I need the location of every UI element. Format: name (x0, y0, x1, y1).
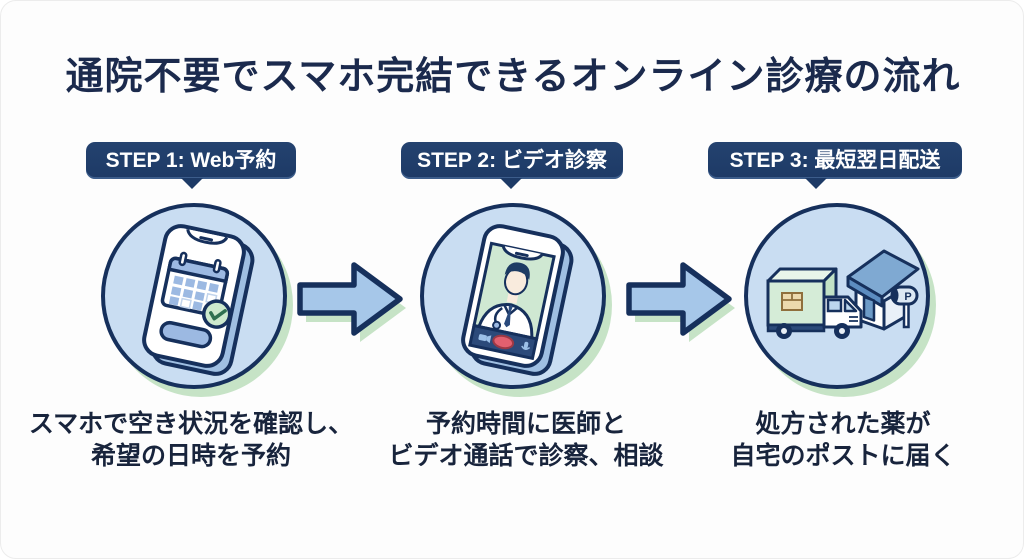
house-door (862, 295, 876, 322)
step-1-caption: スマホで空き状況を確認し、 希望の日時を予約 (21, 408, 361, 475)
page-title: 通院不要でスマホ完結できるオンライン診療の流れ (65, 56, 961, 98)
reserve-button-shape (159, 320, 213, 349)
camera-icon (478, 334, 492, 344)
house-with-mailbox: P (846, 249, 920, 331)
video-call-doctor-icon (461, 224, 574, 376)
cab-side-window (826, 298, 843, 313)
arrow-right-icon (626, 262, 735, 342)
step-3-badge: STEP 3: 最短翌日配送 (708, 142, 962, 189)
step-2-badge: STEP 2: ビデオ診察 (401, 142, 623, 189)
delivery-truck-icon (766, 267, 863, 339)
arrow-right-icon (297, 262, 406, 342)
step-3-badge-tail (805, 178, 827, 189)
step-3-caption-line-2: 自宅のポストに届く (722, 442, 964, 475)
doctor-figure (476, 262, 534, 340)
step-1-caption-line-2: 希望の日時を予約 (82, 442, 300, 475)
mailbox-icon: P (890, 285, 919, 329)
phone-notch (501, 245, 544, 261)
package-icon (781, 292, 803, 311)
step-2-caption-line-1: 予約時間に医師と (425, 410, 626, 438)
step-3-caption-line-1: 処方された薬が (755, 410, 931, 438)
step-3-caption: 処方された薬が 自宅のポストに届く (673, 408, 1013, 475)
step-1-caption-line-1: スマホで空き状況を確認し、 (28, 410, 354, 438)
hang-up-button-icon (492, 334, 515, 350)
step-2-badge-label: STEP 2: ビデオ診察 (417, 149, 607, 172)
calendar-icon (160, 251, 230, 318)
delivery-truck-house-icon: P (766, 249, 920, 339)
step-1-badge-label: STEP 1: Web予約 (105, 149, 277, 172)
step-3-illustration-circle: P (744, 203, 930, 389)
mailbox-letter: P (904, 291, 911, 303)
step-3-badge-label: STEP 3: 最短翌日配送 (729, 149, 941, 172)
step-1-illustration-circle (101, 203, 287, 389)
phone-notch (186, 228, 229, 245)
smartphone-calendar-icon (142, 224, 255, 376)
windshield (843, 298, 858, 313)
check-icon (201, 299, 232, 329)
mic-icon (521, 341, 531, 351)
step-1-badge-tail (181, 178, 203, 189)
step-2-illustration-circle (420, 203, 606, 389)
step-2-caption: 予約時間に医師と ビデオ通話で診察、相談 (356, 408, 696, 475)
step-1-badge: STEP 1: Web予約 (86, 142, 296, 189)
step-2-badge-tail (500, 178, 522, 189)
step-2-caption-line-2: ビデオ通話で診察、相談 (380, 442, 672, 475)
